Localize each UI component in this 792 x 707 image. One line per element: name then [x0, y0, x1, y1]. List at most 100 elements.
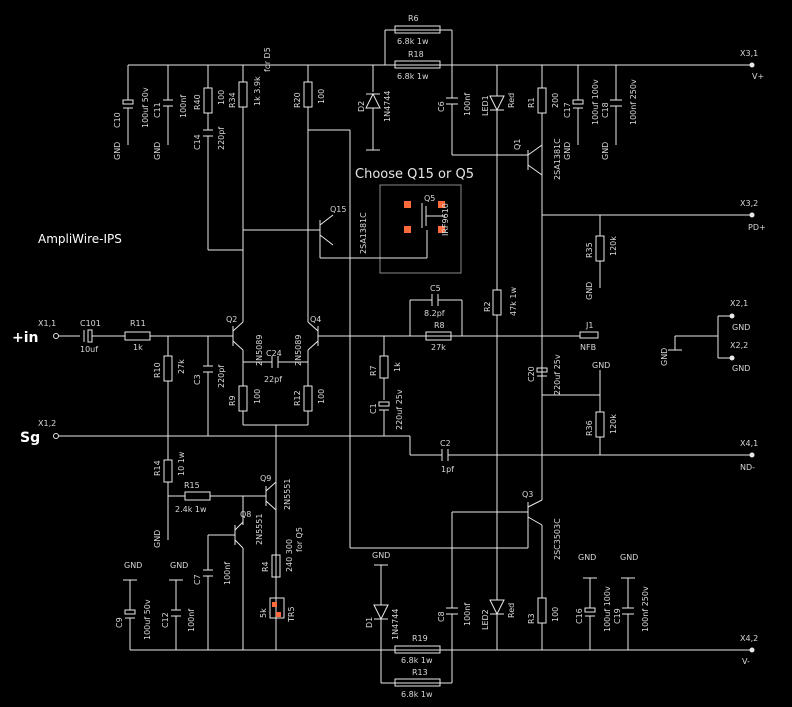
svg-text:22pf: 22pf — [264, 375, 282, 384]
svg-text:100uf 100v: 100uf 100v — [603, 586, 612, 632]
svg-text:220uf 25v: 220uf 25v — [553, 354, 562, 395]
svg-text:100uf 50v: 100uf 50v — [141, 87, 150, 128]
resistor-r36: R36 120k — [585, 395, 618, 455]
svg-text:GND: GND — [601, 142, 610, 160]
resistor-r18: R18 6.8k 1w — [385, 50, 441, 81]
cap-c12: GND C12 100nf — [161, 561, 196, 650]
svg-text:2N5551: 2N5551 — [283, 479, 292, 510]
svg-text:R14: R14 — [153, 460, 162, 476]
svg-text:220pf: 220pf — [217, 127, 226, 150]
cap-c1: C1 220uf 25v — [369, 389, 404, 436]
svg-text:R3: R3 — [527, 613, 536, 624]
svg-text:R36: R36 — [585, 420, 594, 436]
svg-text:R12: R12 — [293, 390, 302, 406]
resistor-r35: R35 120k GND — [585, 215, 618, 300]
resistor-r20: R20 100 — [293, 65, 326, 310]
svg-text:Q4: Q4 — [310, 315, 321, 324]
cap-c17: C17 100uf 100v GND — [563, 65, 600, 160]
port-in: +in X1,1 — [12, 319, 80, 346]
svg-text:Red: Red — [507, 93, 516, 108]
svg-text:100nf: 100nf — [223, 562, 232, 585]
svg-text:X3,2: X3,2 — [740, 199, 758, 208]
svg-text:47k 1w: 47k 1w — [509, 287, 518, 316]
led-led1: LED1 Red — [481, 65, 516, 290]
svg-text:6.8k 1w: 6.8k 1w — [401, 656, 433, 665]
cap-c19: GND C19 100nf 250v — [613, 553, 650, 650]
resistor-r2: R2 47k 1w — [483, 287, 518, 600]
svg-text:C11: C11 — [153, 102, 162, 118]
svg-text:6.8k 1w: 6.8k 1w — [397, 37, 429, 46]
svg-text:240 300: 240 300 — [285, 539, 294, 572]
svg-text:100nf 250v: 100nf 250v — [629, 79, 638, 125]
svg-text:C5: C5 — [430, 284, 441, 293]
svg-text:C19: C19 — [613, 608, 622, 624]
svg-text:27k: 27k — [177, 359, 186, 374]
svg-text:X4,1: X4,1 — [740, 439, 758, 448]
trimmer-tr5: 5k TR5 — [259, 597, 296, 623]
svg-text:100uf 100v: 100uf 100v — [591, 79, 600, 125]
svg-text:Sg: Sg — [20, 430, 40, 446]
svg-text:1pf: 1pf — [441, 465, 454, 474]
resistor-r9: R9 100 — [228, 362, 262, 425]
svg-text:+in: +in — [12, 330, 39, 346]
svg-text:220pf: 220pf — [217, 365, 226, 388]
svg-text:R6: R6 — [408, 14, 419, 23]
svg-text:1k: 1k — [393, 362, 402, 372]
svg-text:C18: C18 — [601, 102, 610, 118]
port-sg: Sg X1,2 — [20, 419, 410, 446]
svg-text:C3: C3 — [193, 374, 202, 385]
svg-text:GND: GND — [372, 551, 390, 560]
svg-text:200: 200 — [551, 93, 560, 108]
resistor-r7: R7 1k — [369, 336, 402, 400]
zener-d2: D2 1N4744 — [357, 65, 392, 151]
led-led2: LED2 Red — [481, 599, 516, 650]
svg-text:2.4k 1w: 2.4k 1w — [175, 505, 207, 514]
port-pd: X3,2 PD+ — [740, 199, 766, 232]
svg-text:R19: R19 — [412, 634, 428, 643]
svg-text:C16: C16 — [575, 608, 584, 624]
svg-text:NFB: NFB — [580, 343, 596, 352]
svg-text:100nf: 100nf — [179, 95, 188, 118]
svg-text:GND: GND — [592, 361, 610, 370]
schematic-title: AmpliWire-IPS — [38, 232, 122, 246]
transistor-q1: Q1 2SA1381C — [513, 135, 562, 215]
cap-c8: C8 100nf — [437, 512, 472, 650]
svg-text:C2: C2 — [440, 439, 451, 448]
svg-text:2SA1381C: 2SA1381C — [359, 212, 368, 254]
svg-text:GND: GND — [732, 323, 750, 332]
vplus-rail — [128, 29, 755, 68]
svg-text:GND: GND — [113, 142, 122, 160]
svg-text:C6: C6 — [437, 101, 446, 112]
svg-text:R10: R10 — [153, 362, 162, 378]
svg-text:for D5: for D5 — [263, 47, 272, 72]
svg-text:1N4744: 1N4744 — [383, 91, 392, 122]
svg-text:2N5089: 2N5089 — [294, 335, 303, 366]
svg-text:PD+: PD+ — [748, 223, 766, 232]
resistor-r8: R8 27k — [425, 321, 452, 352]
resistor-r3: R3 100 — [527, 597, 560, 650]
svg-text:X4,2: X4,2 — [740, 634, 758, 643]
svg-text:R40: R40 — [193, 94, 202, 110]
svg-text:R18: R18 — [408, 50, 424, 59]
svg-text:GND: GND — [620, 553, 638, 562]
svg-text:R8: R8 — [434, 321, 445, 330]
svg-text:Choose Q15 or Q5: Choose Q15 or Q5 — [355, 167, 474, 182]
svg-text:C20: C20 — [527, 366, 536, 382]
svg-text:R1: R1 — [527, 97, 536, 108]
svg-text:C17: C17 — [563, 102, 572, 118]
port-nd: X4,1 ND- — [740, 439, 758, 472]
nfb-jumper: J1 NFB — [579, 321, 599, 352]
svg-text:GND: GND — [153, 530, 162, 548]
svg-text:R4: R4 — [261, 561, 270, 572]
svg-text:2N5089: 2N5089 — [255, 335, 264, 366]
svg-text:C8: C8 — [437, 611, 446, 622]
svg-text:X1,1: X1,1 — [38, 319, 56, 328]
svg-text:C101: C101 — [80, 319, 101, 328]
svg-text:5k: 5k — [259, 608, 268, 618]
resistor-r19: R19 6.8k 1w — [394, 634, 441, 665]
svg-text:6.8k 1w: 6.8k 1w — [397, 72, 429, 81]
svg-text:X2,1: X2,1 — [730, 299, 748, 308]
svg-text:100nf: 100nf — [187, 609, 196, 632]
cap-c20: C20 220uf 25v GND — [527, 336, 610, 396]
